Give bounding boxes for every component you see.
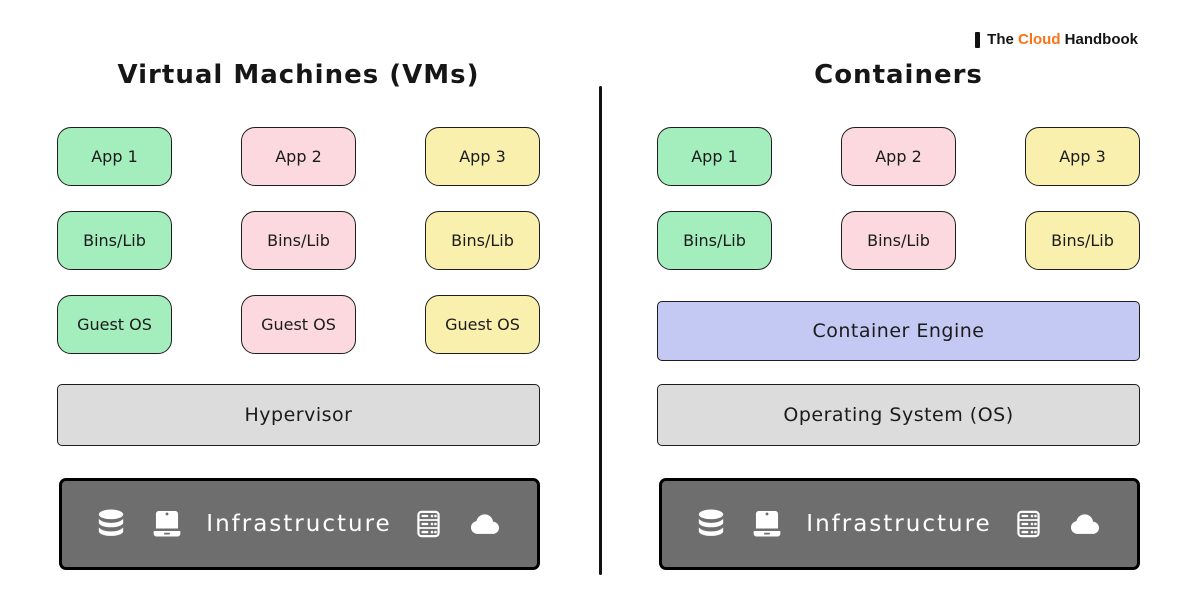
brand-text: The Cloud Handbook	[987, 31, 1138, 48]
containers-panel: Containers App 1 App 2 App 3 Bins/Lib Bi…	[657, 0, 1140, 600]
vm-app-1-label: App 1	[91, 147, 138, 166]
server-icon	[1017, 510, 1040, 538]
vms-infrastructure-label: Infrastructure	[206, 511, 392, 537]
brand-logo: The Cloud Handbook	[975, 31, 1138, 48]
vm-app-3-box: App 3	[425, 127, 540, 186]
container-app-2-box: App 2	[841, 127, 956, 186]
laptop-icon	[753, 510, 781, 537]
container-app-3-box: App 3	[1025, 127, 1140, 186]
cloud-icon	[1070, 514, 1099, 534]
containers-app-row: App 1 App 2 App 3	[657, 127, 1140, 186]
container-engine-bar: Container Engine	[657, 301, 1140, 361]
vm-app-2-label: App 2	[275, 147, 322, 166]
vms-bins-row: Bins/Lib Bins/Lib Bins/Lib	[57, 211, 540, 270]
brand-suffix: Handbook	[1060, 31, 1138, 48]
cloud-icon	[470, 514, 499, 534]
vm-guestos-2-label: Guest OS	[261, 315, 336, 334]
container-app-3-label: App 3	[1059, 147, 1106, 166]
container-app-1-box: App 1	[657, 127, 772, 186]
vm-bins-1-box: Bins/Lib	[57, 211, 172, 270]
brand-highlight: Cloud	[1018, 31, 1061, 48]
containers-infrastructure-bar: Infrastructure	[659, 478, 1140, 570]
container-bins-3-box: Bins/Lib	[1025, 211, 1140, 270]
brand-prefix: The	[987, 31, 1018, 48]
vms-panel: Virtual Machines (VMs) App 1 App 2 App 3…	[57, 0, 540, 600]
container-bins-2-label: Bins/Lib	[867, 231, 930, 250]
vm-bins-3-box: Bins/Lib	[425, 211, 540, 270]
container-bins-1-box: Bins/Lib	[657, 211, 772, 270]
vm-guestos-3-box: Guest OS	[425, 295, 540, 354]
laptop-icon	[153, 510, 181, 537]
vm-app-3-label: App 3	[459, 147, 506, 166]
vm-app-2-box: App 2	[241, 127, 356, 186]
database-icon	[698, 509, 724, 536]
container-bins-2-box: Bins/Lib	[841, 211, 956, 270]
vms-app-row: App 1 App 2 App 3	[57, 127, 540, 186]
operating-system-bar: Operating System (OS)	[657, 384, 1140, 446]
operating-system-label: Operating System (OS)	[783, 404, 1014, 426]
vm-guestos-1-label: Guest OS	[77, 315, 152, 334]
vm-guestos-2-box: Guest OS	[241, 295, 356, 354]
container-app-1-label: App 1	[691, 147, 738, 166]
hypervisor-bar: Hypervisor	[57, 384, 540, 446]
containers-infrastructure-label: Infrastructure	[806, 511, 992, 537]
container-bins-1-label: Bins/Lib	[683, 231, 746, 250]
database-icon	[98, 509, 124, 536]
vm-app-1-box: App 1	[57, 127, 172, 186]
vm-bins-3-label: Bins/Lib	[451, 231, 514, 250]
vms-title: Virtual Machines (VMs)	[117, 60, 480, 90]
vm-bins-2-box: Bins/Lib	[241, 211, 356, 270]
hypervisor-label: Hypervisor	[244, 404, 353, 426]
container-app-2-label: App 2	[875, 147, 922, 166]
vm-bins-2-label: Bins/Lib	[267, 231, 330, 250]
vm-bins-1-label: Bins/Lib	[83, 231, 146, 250]
brand-bar-icon	[975, 31, 981, 48]
server-icon	[417, 510, 440, 538]
panel-divider	[599, 86, 602, 575]
container-engine-label: Container Engine	[812, 320, 985, 342]
container-bins-3-label: Bins/Lib	[1051, 231, 1114, 250]
containers-bins-row: Bins/Lib Bins/Lib Bins/Lib	[657, 211, 1140, 270]
vms-infrastructure-bar: Infrastructure	[59, 478, 540, 570]
vms-guestos-row: Guest OS Guest OS Guest OS	[57, 295, 540, 354]
vm-guestos-1-box: Guest OS	[57, 295, 172, 354]
vm-guestos-3-label: Guest OS	[445, 315, 520, 334]
containers-title: Containers	[814, 60, 983, 90]
